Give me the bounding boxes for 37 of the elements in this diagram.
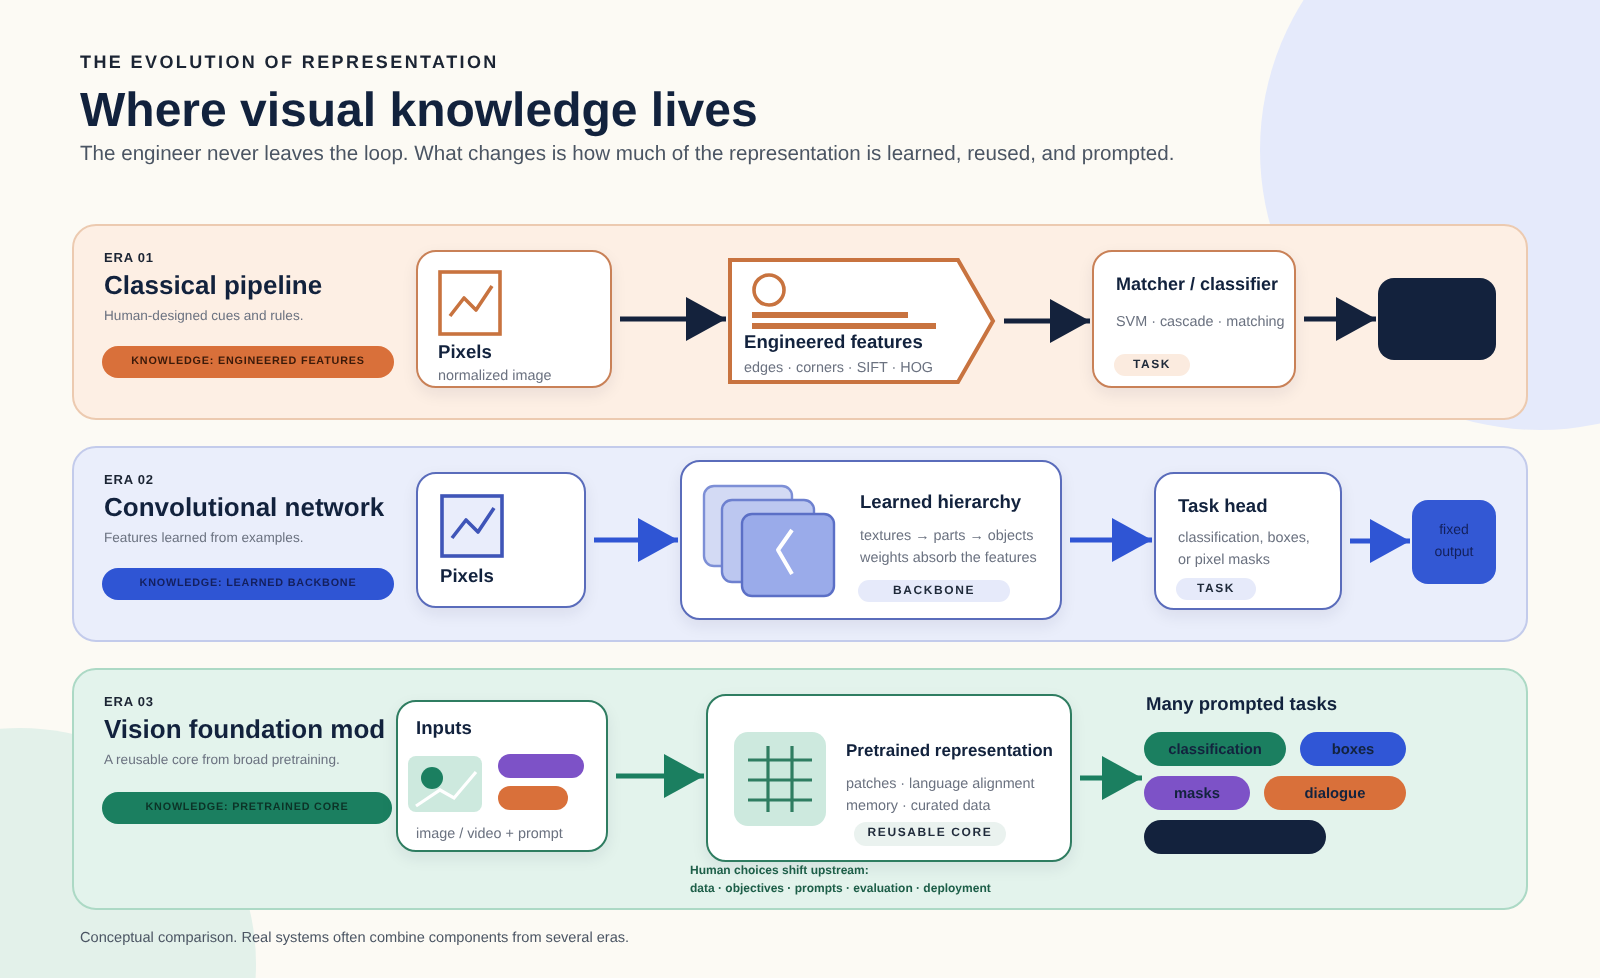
process-card [1092,250,1296,388]
arrow [1350,519,1410,563]
process-card [416,472,586,608]
card-title: Pretrained representation [846,740,1055,762]
process-card [1154,472,1342,610]
process-card [416,250,612,388]
card-title: Matcher / classifier [1116,274,1281,297]
output-card [1412,500,1496,584]
arrow [616,754,704,798]
arrow [1304,297,1376,341]
card-title: Pixels [440,566,496,590]
card-title: Pixels [438,342,494,366]
blank-chip [1144,820,1326,854]
output-block [1378,278,1496,360]
arrow [1070,518,1152,562]
band-title: Vision foundation mod [104,714,388,747]
era-band [72,224,1528,420]
card-title: Inputs [416,718,474,742]
card-title: Task head [1178,496,1270,520]
card-title: Engineered features [744,332,925,356]
eyebrow-label: THE EVOLUTION OF REPRESENTATION [80,52,499,75]
band-title: Classical pipeline [104,270,325,303]
arrow [1004,299,1090,343]
feature-pentagon [728,258,996,384]
arrow [620,297,726,341]
process-card [396,700,608,852]
card-title: Learned hierarchy [860,492,1024,516]
process-card [680,460,1062,620]
group-heading: Many prompted tasks [1146,694,1340,718]
page-title: Where visual knowledge lives [80,82,758,142]
process-card [706,694,1072,862]
subtitle: The engineer never leaves the loop. What changes is how much of the representation is learned, reused, and prompted. [80,144,1175,170]
band-title: Convolutional network [104,492,387,525]
era-band [72,668,1528,910]
era-band [72,446,1528,642]
arrow [594,518,678,562]
arrow [1080,756,1142,800]
